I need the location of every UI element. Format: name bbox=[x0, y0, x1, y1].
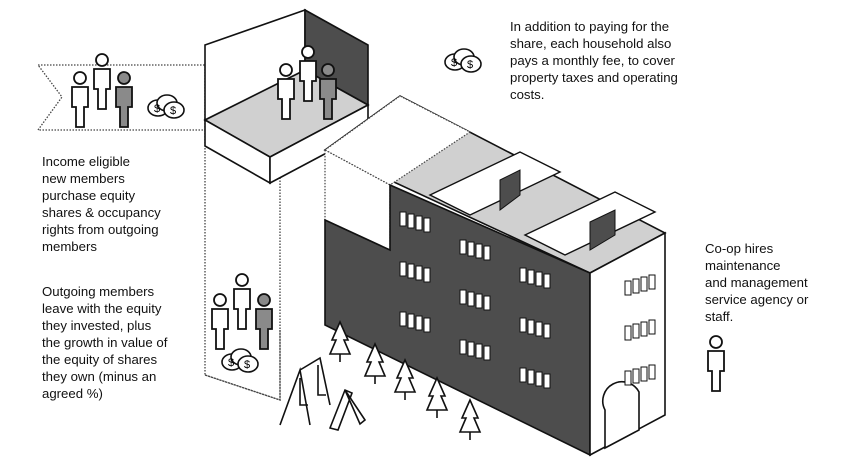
coins-icon bbox=[221, 348, 259, 373]
outgoing-members-icon bbox=[211, 273, 273, 350]
monthly-fee-note: In addition to paying for the share, eac… bbox=[510, 19, 678, 102]
coop-hires-note: Co-op hires maintenance and management s… bbox=[705, 241, 809, 324]
coop-building bbox=[323, 95, 667, 457]
staff-person-icon bbox=[707, 335, 725, 392]
coins-icon bbox=[444, 48, 482, 73]
slide-icon bbox=[328, 388, 367, 431]
outgoing-members-note: Outgoing members leave with the equity t… bbox=[42, 284, 168, 401]
unit-box bbox=[203, 8, 370, 185]
swing-set-icon bbox=[279, 356, 331, 426]
new-members-note: Income eligible new members purchase equ… bbox=[42, 154, 161, 254]
